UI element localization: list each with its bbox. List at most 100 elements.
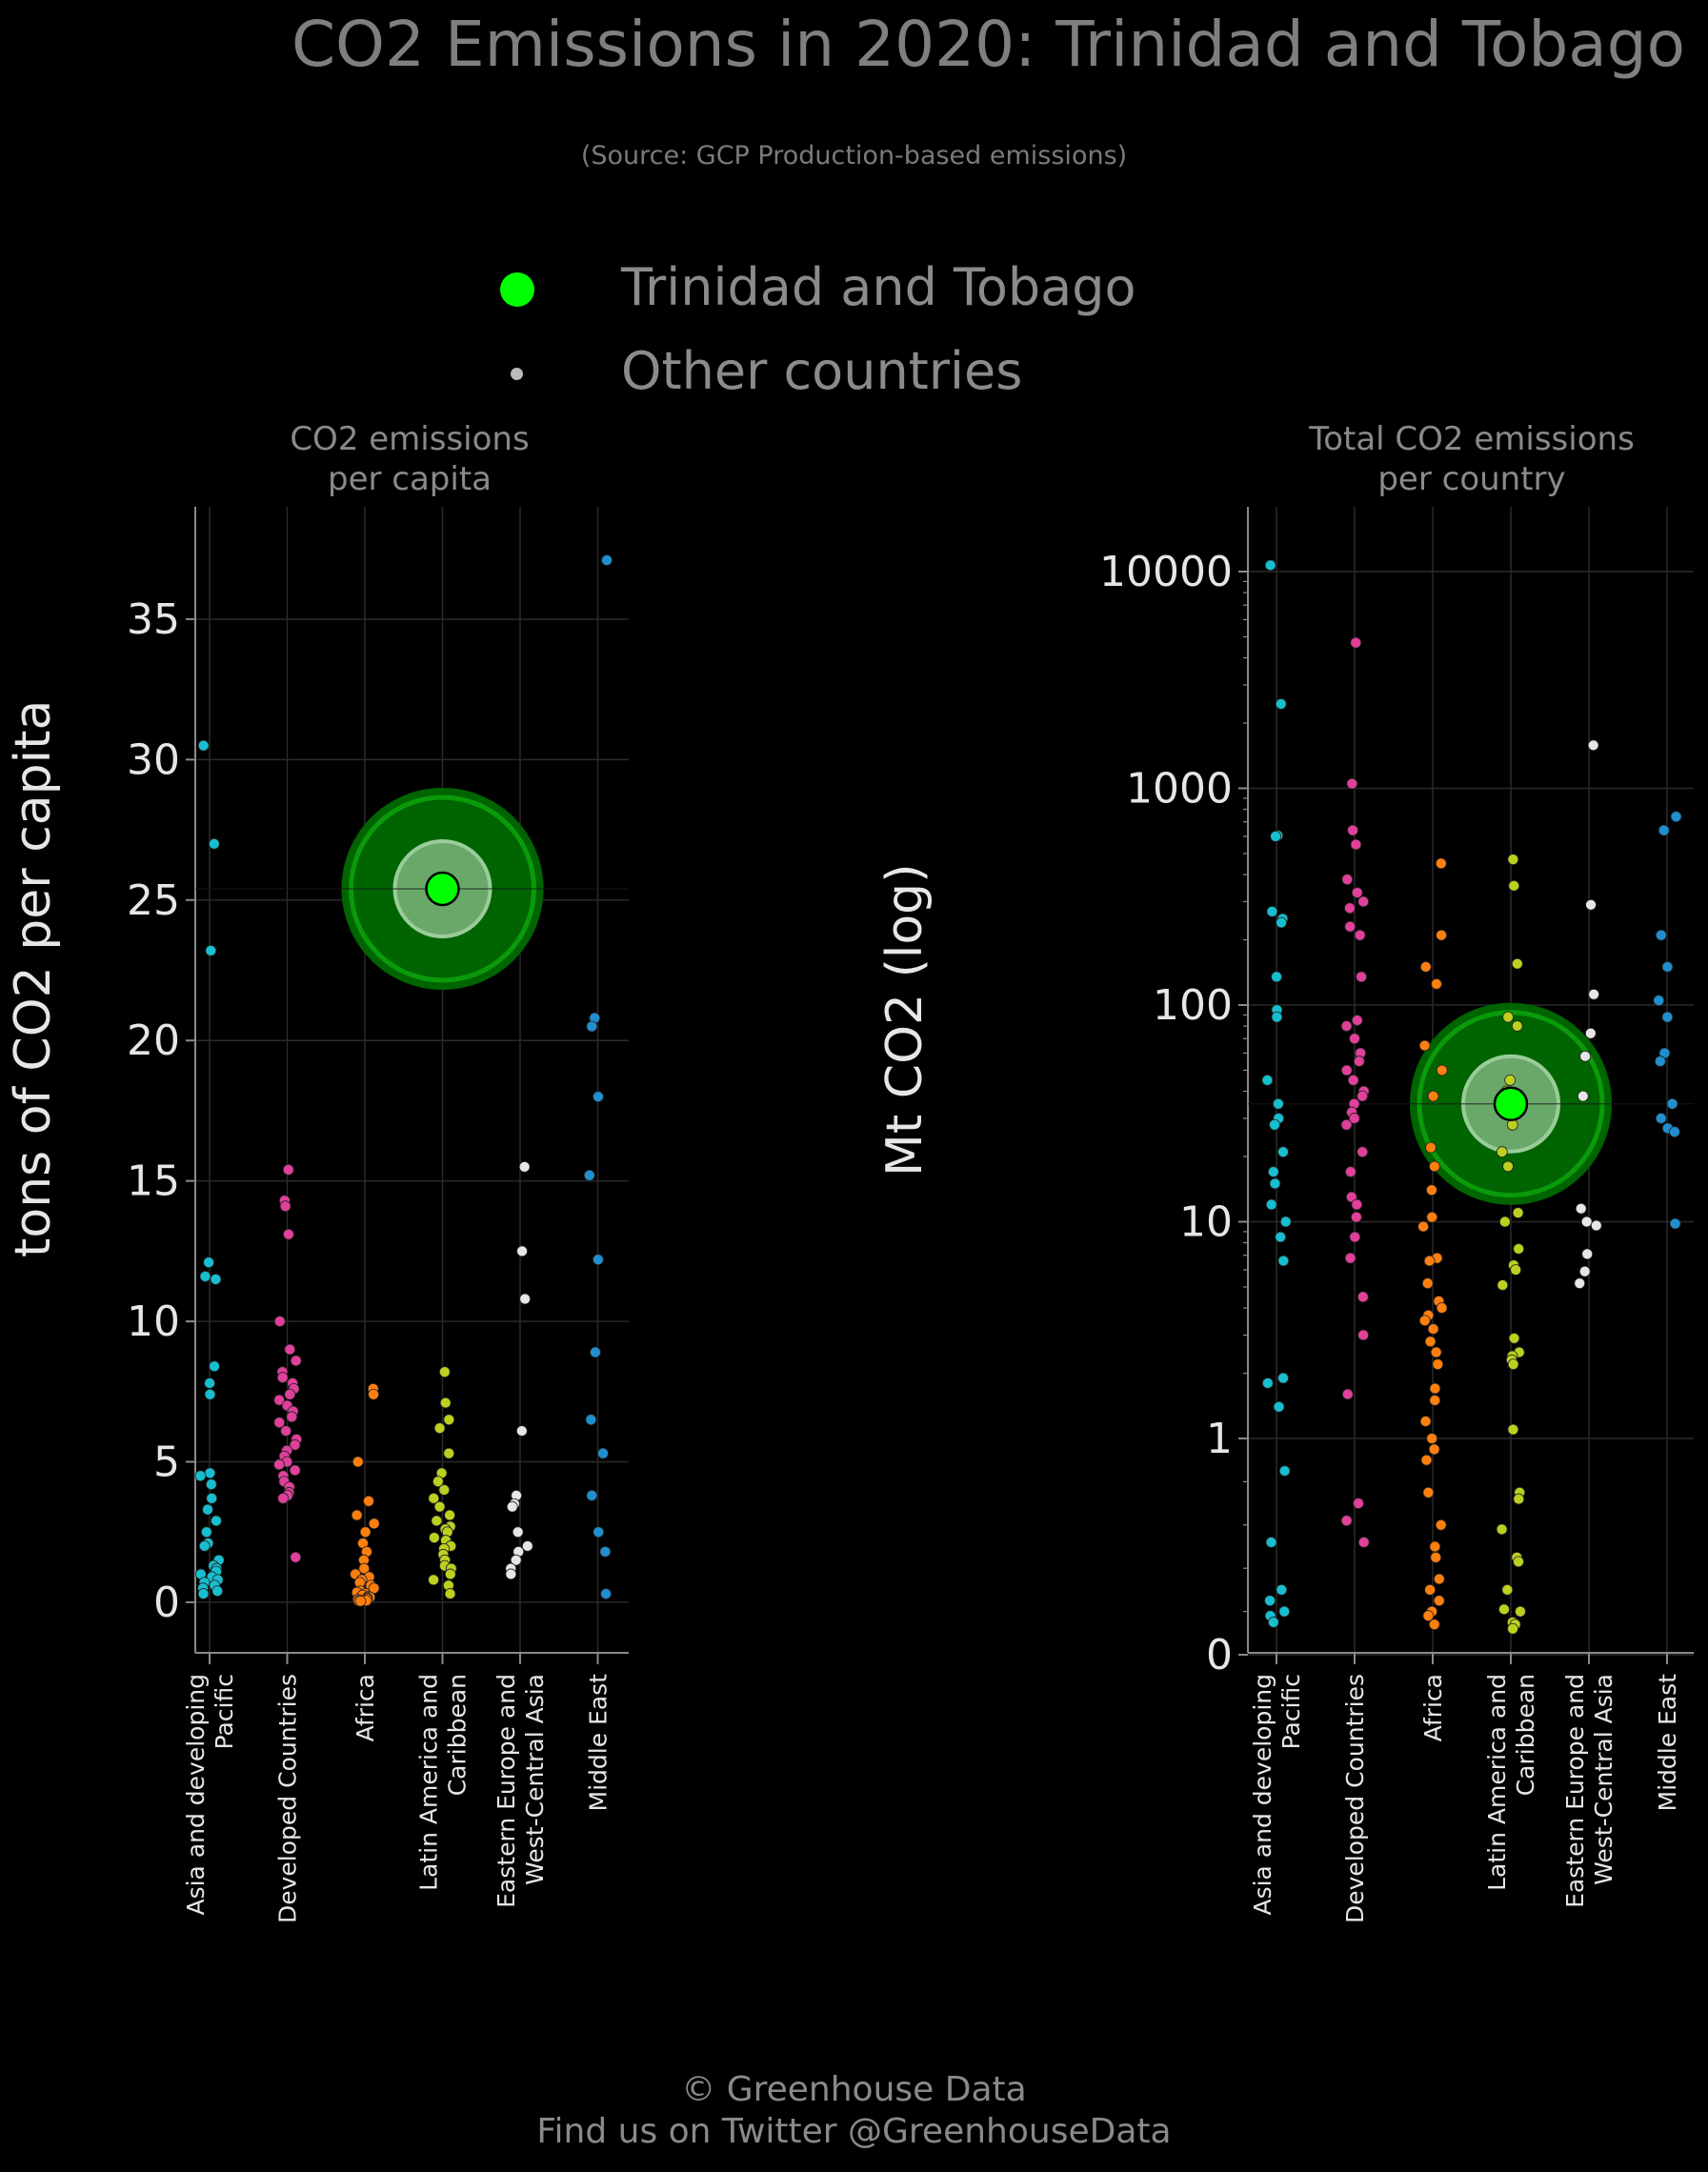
data-point-asia-and-developing-pacific (1278, 1465, 1291, 1477)
data-point-asia-and-developing-pacific (1264, 559, 1276, 572)
data-point-developed-countries (1357, 895, 1370, 908)
data-point-africa (1436, 929, 1448, 941)
data-point-asia-and-developing-pacific (1269, 1177, 1281, 1190)
data-point-middle-east (1658, 824, 1670, 836)
data-point-latin-america-and-caribbean (1498, 1216, 1511, 1228)
x-tick-label: Latin America and (1483, 1674, 1511, 1891)
data-point-latin-america-and-caribbean (439, 1397, 452, 1409)
data-point-developed-countries (276, 1372, 289, 1383)
data-point-africa (1426, 1211, 1438, 1223)
data-point-developed-countries (1344, 1252, 1356, 1264)
data-point-asia-and-developing-pacific (194, 1470, 207, 1482)
data-point-africa (1418, 1039, 1431, 1052)
highlight-point (425, 871, 460, 907)
data-point-asia-and-developing-pacific (1277, 1255, 1290, 1267)
data-point-africa (1417, 1220, 1429, 1233)
y-tick-label: 35 (127, 595, 180, 644)
data-point-latin-america-and-caribbean (438, 1484, 451, 1496)
data-point-latin-america-and-caribbean (1513, 1556, 1524, 1568)
data-point-latin-america-and-caribbean (1498, 1603, 1510, 1616)
data-point-asia-and-developing-pacific (210, 1273, 222, 1285)
data-point-developed-countries (1353, 1498, 1364, 1509)
data-point-latin-america-and-caribbean (1501, 1584, 1514, 1596)
x-tick-label: Developed Countries (1341, 1674, 1369, 1923)
data-point-asia-and-developing-pacific (1261, 1074, 1274, 1086)
legend-label-other: Other countries (621, 341, 1023, 401)
data-point-asia-and-developing-pacific (1267, 1617, 1279, 1628)
data-point-eastern-europe-and-west-central-asia (518, 1161, 531, 1173)
data-point-eastern-europe-and-west-central-asia (505, 1568, 517, 1580)
y-tick-label: 0 (153, 1579, 180, 1627)
data-point-eastern-europe-and-west-central-asia (506, 1500, 518, 1513)
data-point-eastern-europe-and-west-central-asia (510, 1554, 522, 1566)
data-point-eastern-europe-and-west-central-asia (1581, 1248, 1594, 1260)
data-point-middle-east (601, 554, 613, 566)
data-point-africa (1423, 1255, 1436, 1267)
data-point-asia-and-developing-pacific (1264, 1595, 1276, 1607)
data-point-middle-east (592, 1254, 604, 1266)
data-point-latin-america-and-caribbean (1507, 854, 1519, 865)
data-point-middle-east (1661, 961, 1674, 973)
data-point-africa (1427, 1323, 1439, 1335)
footer: © Greenhouse Data Find us on Twitter @Gr… (0, 2069, 1708, 2153)
x-tick-label: Pacific (1277, 1674, 1305, 1749)
data-point-asia-and-developing-pacific (1269, 1118, 1280, 1131)
data-point-asia-and-developing-pacific (204, 1378, 215, 1389)
data-point-developed-countries (1356, 1090, 1369, 1102)
data-point-latin-america-and-caribbean (1511, 957, 1523, 970)
data-point-africa (1429, 1395, 1441, 1406)
data-point-asia-and-developing-pacific (1277, 1146, 1289, 1158)
y-tick-label: 1 (1206, 1415, 1233, 1463)
x-tick-label: Africa (1419, 1674, 1447, 1741)
chart-subtitle: (Source: GCP Production-based emissions) (580, 141, 1128, 171)
footer-copyright: © Greenhouse Data (681, 2070, 1027, 2109)
data-point-developed-countries (289, 1438, 301, 1451)
legend-marker-other (511, 368, 523, 380)
data-point-africa (1435, 857, 1447, 870)
data-point-developed-countries (1357, 1329, 1370, 1341)
data-point-developed-countries (1350, 838, 1362, 851)
data-point-middle-east (600, 1588, 613, 1599)
data-point-middle-east (593, 1526, 605, 1538)
data-point-eastern-europe-and-west-central-asia (1584, 1027, 1597, 1039)
data-point-asia-and-developing-pacific (1265, 1198, 1277, 1211)
data-point-middle-east (1661, 1011, 1674, 1023)
data-point-developed-countries (1341, 874, 1354, 885)
data-point-latin-america-and-caribbean (438, 1366, 451, 1378)
data-point-africa (1430, 1346, 1442, 1358)
data-point-developed-countries (284, 1343, 296, 1356)
data-point-developed-countries (1340, 1515, 1353, 1527)
y-tick-label: 5 (153, 1438, 180, 1487)
data-point-developed-countries (1347, 824, 1358, 836)
data-point-africa (1426, 1184, 1437, 1197)
data-point-africa (1429, 1160, 1440, 1173)
x-tick-label: Asia and developing (1249, 1674, 1276, 1916)
x-tick-label: Caribbean (1512, 1674, 1539, 1796)
data-point-developed-countries (289, 1464, 301, 1477)
x-tick-label: Eastern Europe and (492, 1674, 520, 1908)
data-point-latin-america-and-caribbean (1507, 1423, 1519, 1436)
data-point-latin-america-and-caribbean (1513, 1493, 1525, 1505)
x-tick-label: West-Central Asia (1590, 1674, 1618, 1885)
data-point-developed-countries (1344, 1166, 1356, 1177)
data-point-developed-countries (1356, 971, 1367, 983)
data-point-latin-america-and-caribbean (431, 1515, 443, 1527)
data-point-developed-countries (1351, 1015, 1363, 1026)
data-point-latin-america-and-caribbean (444, 1588, 456, 1599)
data-point-developed-countries (284, 1388, 296, 1400)
data-point-africa (1428, 1619, 1440, 1631)
data-point-developed-countries (273, 1394, 285, 1406)
data-point-developed-countries (1340, 1118, 1353, 1131)
data-point-asia-and-developing-pacific (204, 1388, 216, 1400)
y-tick-label: 1000 (1126, 765, 1233, 814)
x-tick-label: Africa (352, 1674, 379, 1741)
data-point-middle-east (586, 1020, 598, 1033)
data-point-latin-america-and-caribbean (432, 1476, 444, 1488)
data-point-asia-and-developing-pacific (200, 1526, 212, 1538)
data-point-africa (1433, 1595, 1445, 1607)
data-point-eastern-europe-and-west-central-asia (516, 1245, 528, 1257)
data-point-africa (363, 1495, 374, 1507)
data-point-developed-countries (1354, 929, 1366, 941)
x-tick-label: Asia and developing (182, 1674, 210, 1916)
data-point-developed-countries (1340, 1020, 1353, 1032)
